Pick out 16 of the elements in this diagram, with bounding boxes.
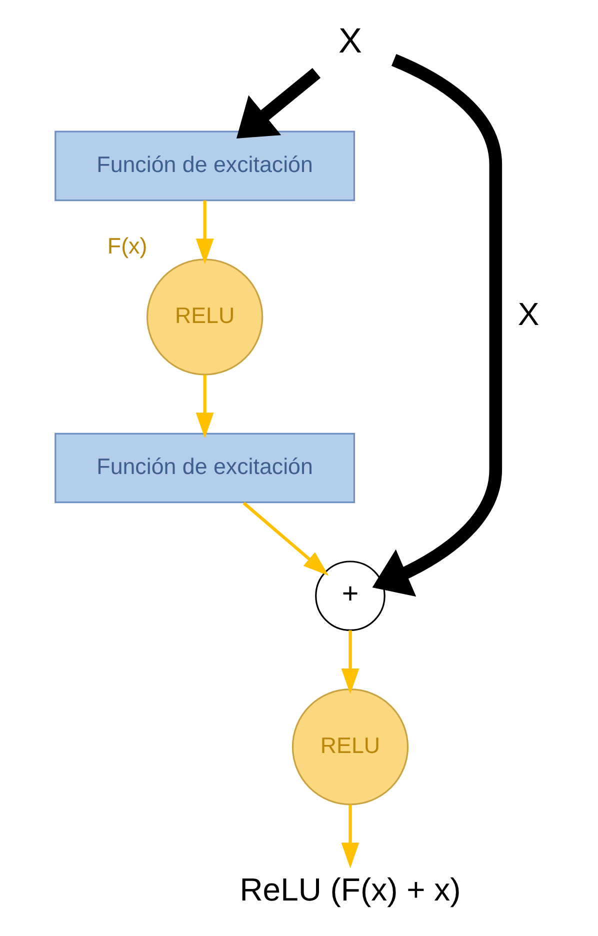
- arrow: [195, 374, 214, 438]
- node-text: ReLU (F(x) + x): [239, 871, 460, 908]
- node-label: F(x): [106, 233, 147, 258]
- arrow: [340, 804, 359, 868]
- arrow: [340, 630, 359, 694]
- node-circle: RELU: [146, 258, 263, 376]
- arrow: [236, 68, 320, 138]
- node-box: Función de excitación: [54, 432, 355, 504]
- edge-label: X: [517, 296, 539, 332]
- arrow: [195, 200, 214, 264]
- node-circle: +: [314, 560, 385, 631]
- arrow: [372, 54, 502, 597]
- node-circle: RELU: [291, 688, 408, 806]
- arrow: [242, 502, 328, 576]
- node-box: Función de excitación: [54, 130, 355, 202]
- node-text: X: [338, 22, 362, 61]
